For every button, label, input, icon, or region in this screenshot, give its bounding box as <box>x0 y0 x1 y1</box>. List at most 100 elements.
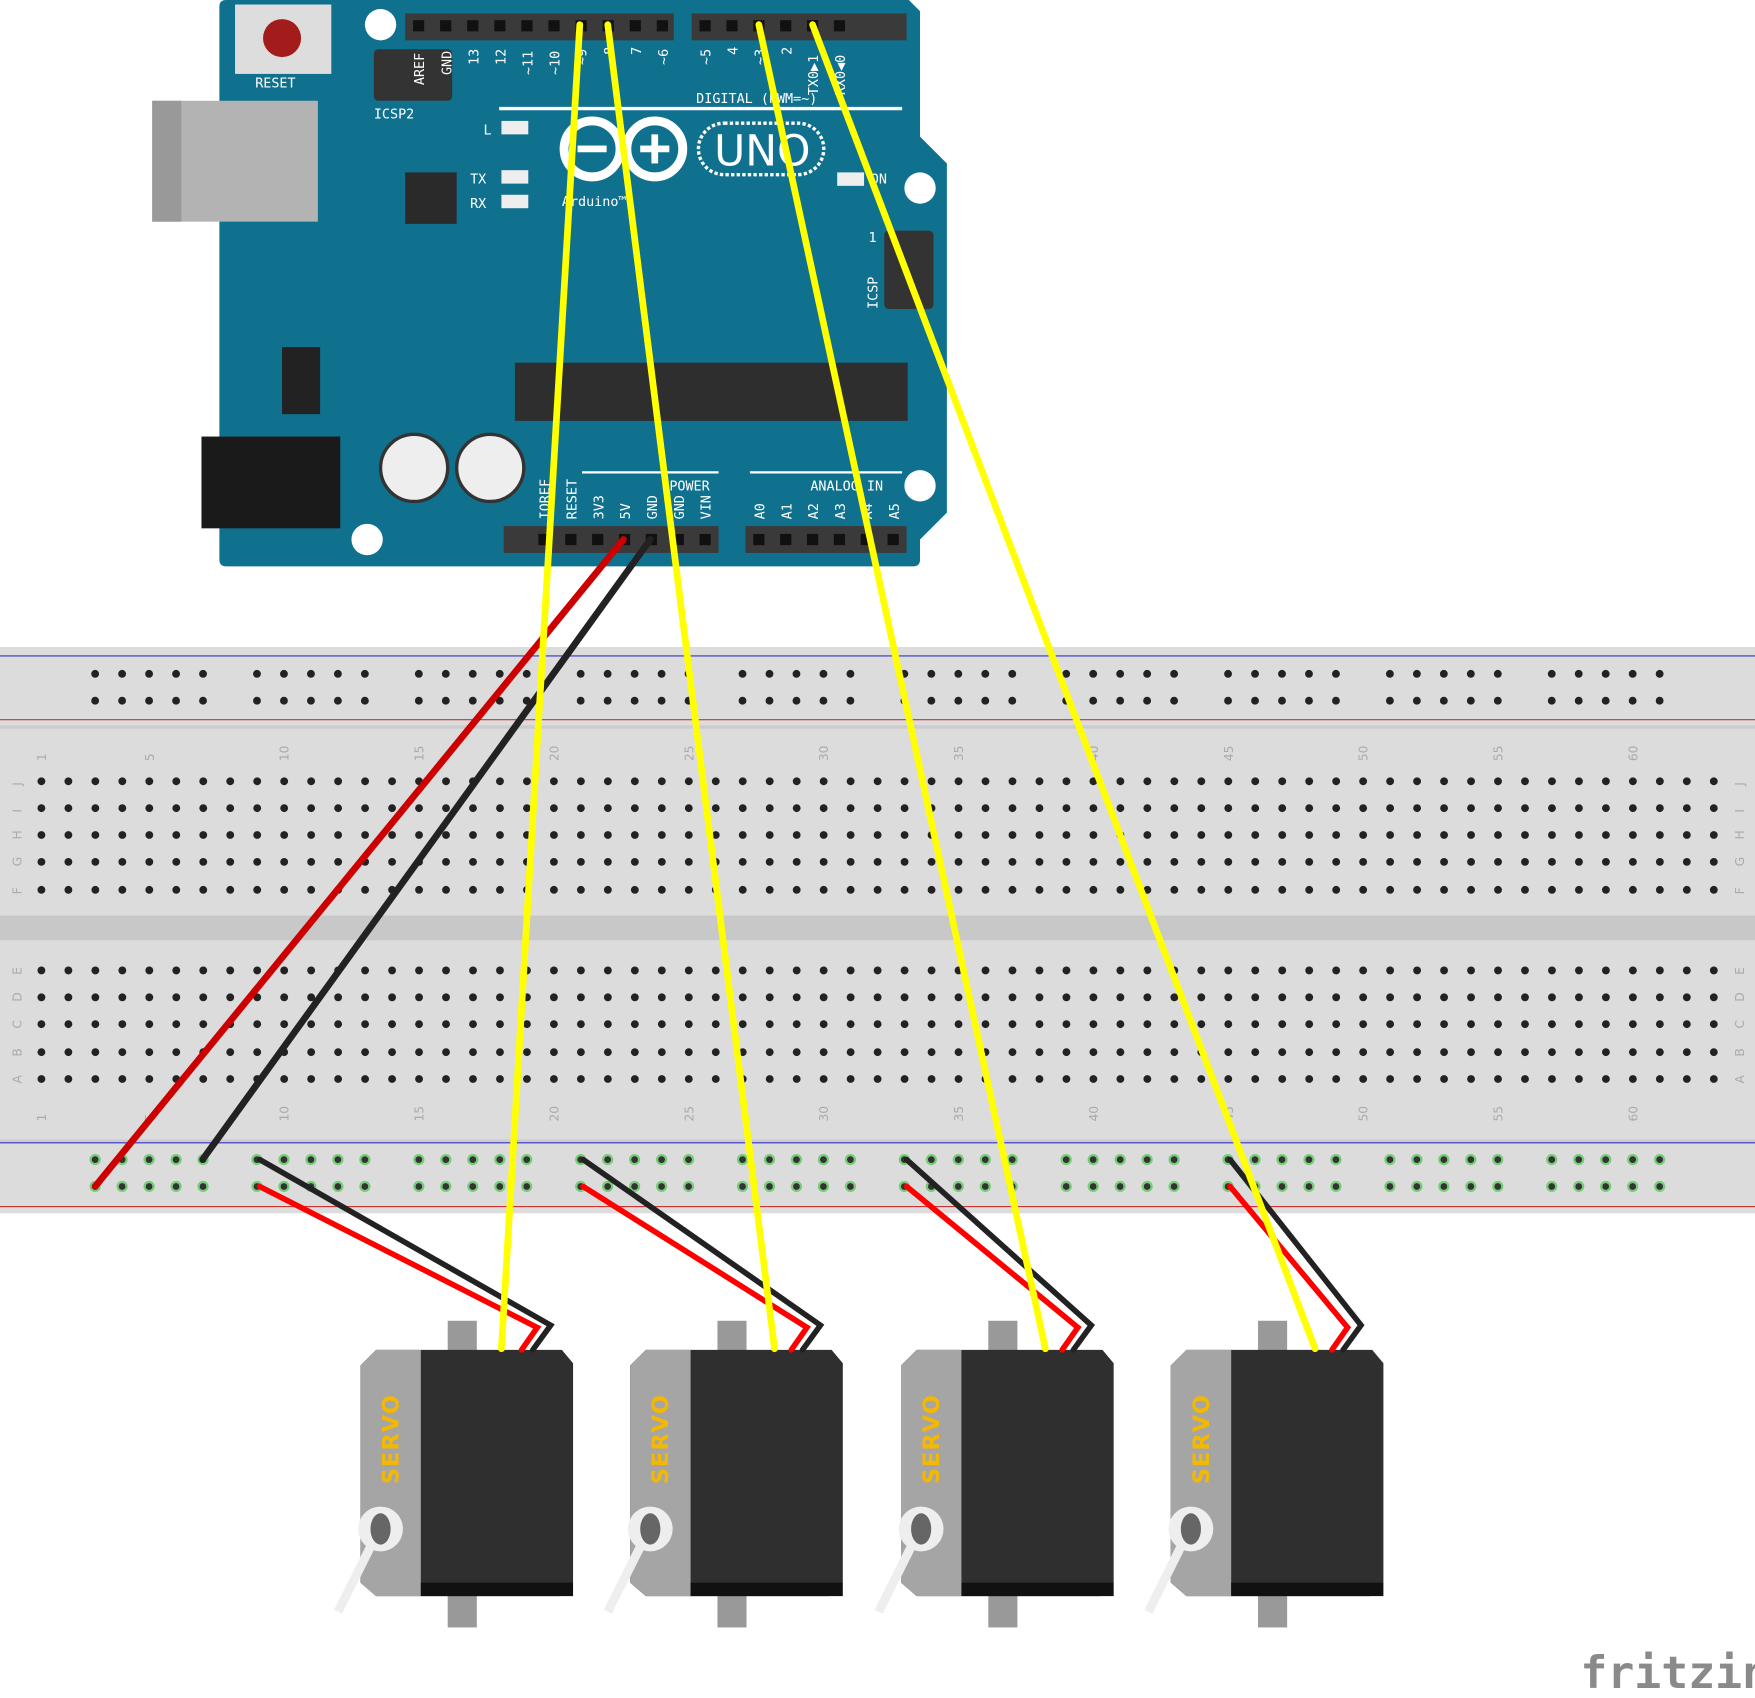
breadboard-hole[interactable] <box>819 777 828 786</box>
breadboard-hole[interactable] <box>1386 831 1395 839</box>
breadboard-hole[interactable] <box>846 885 855 894</box>
breadboard-hole[interactable] <box>738 804 747 813</box>
header-pin[interactable] <box>592 533 604 546</box>
breadboard-hole[interactable] <box>1709 1075 1718 1083</box>
breadboard-hole[interactable] <box>1655 1048 1664 1057</box>
breadboard-hole[interactable] <box>523 1020 531 1029</box>
breadboard-hole[interactable] <box>388 804 396 813</box>
breadboard-hole[interactable] <box>927 1020 936 1029</box>
breadboard-hole[interactable] <box>819 885 828 894</box>
breadboard-hole[interactable] <box>711 777 720 786</box>
breadboard-hole[interactable] <box>1440 777 1448 786</box>
breadboard-hole[interactable] <box>253 1048 262 1057</box>
breadboard-hole[interactable] <box>1008 993 1017 1002</box>
breadboard-hole[interactable] <box>307 993 316 1002</box>
header-pin[interactable] <box>565 533 577 546</box>
breadboard-hole[interactable] <box>1359 885 1368 894</box>
signal-wire-pin11[interactable] <box>498 21 584 1353</box>
breadboard-hole[interactable] <box>1521 857 1529 866</box>
header-pin[interactable] <box>521 20 533 32</box>
breadboard-hole[interactable] <box>145 1020 154 1029</box>
breadboard-hole[interactable] <box>873 777 882 786</box>
breadboard-hole[interactable] <box>684 1048 693 1057</box>
breadboard-hole[interactable] <box>630 993 639 1002</box>
breadboard-hole[interactable] <box>226 777 235 786</box>
breadboard-hole[interactable] <box>1440 1020 1448 1029</box>
breadboard-hole[interactable] <box>523 804 531 813</box>
breadboard-hole[interactable] <box>900 831 909 839</box>
breadboard-hole[interactable] <box>37 885 46 894</box>
breadboard-hole[interactable] <box>1224 1048 1233 1057</box>
header-pin[interactable] <box>467 20 479 32</box>
rail-hole[interactable] <box>1628 669 1637 678</box>
breadboard-hole[interactable] <box>1251 831 1260 839</box>
breadboard-hole[interactable] <box>1440 1075 1448 1083</box>
breadboard-hole[interactable] <box>1008 966 1017 975</box>
breadboard-hole[interactable] <box>118 885 127 894</box>
power-wire-5v[interactable] <box>91 536 627 1190</box>
breadboard-hole[interactable] <box>199 993 208 1002</box>
breadboard-hole[interactable] <box>64 804 73 813</box>
breadboard-hole[interactable] <box>226 993 235 1002</box>
breadboard-hole[interactable] <box>1224 831 1233 839</box>
rail-hole[interactable] <box>819 669 828 678</box>
breadboard-hole[interactable] <box>1413 993 1422 1002</box>
breadboard-hole[interactable] <box>927 885 936 894</box>
breadboard-hole[interactable] <box>1116 857 1125 866</box>
breadboard-hole[interactable] <box>469 1048 477 1057</box>
breadboard-hole[interactable] <box>91 1075 100 1083</box>
rail-hole[interactable] <box>657 696 666 705</box>
breadboard-hole[interactable] <box>442 1048 450 1057</box>
breadboard-hole[interactable] <box>361 966 370 975</box>
breadboard-hole[interactable] <box>1575 1075 1583 1083</box>
breadboard-hole[interactable] <box>981 966 990 975</box>
breadboard-hole[interactable] <box>172 966 181 975</box>
rail-hole[interactable] <box>1278 669 1286 678</box>
breadboard-hole[interactable] <box>1548 966 1556 975</box>
breadboard-hole[interactable] <box>1548 1075 1556 1083</box>
breadboard-hole[interactable] <box>469 993 477 1002</box>
breadboard-hole[interactable] <box>846 966 855 975</box>
breadboard-hole[interactable] <box>1062 857 1071 866</box>
breadboard-hole[interactable] <box>415 993 423 1002</box>
breadboard-hole[interactable] <box>1089 831 1098 839</box>
breadboard-hole[interactable] <box>873 1075 882 1083</box>
breadboard-hole[interactable] <box>1062 1048 1071 1057</box>
breadboard-hole[interactable] <box>1440 804 1448 813</box>
breadboard-hole[interactable] <box>1709 885 1718 894</box>
breadboard-hole[interactable] <box>118 857 127 866</box>
breadboard-hole[interactable] <box>927 993 936 1002</box>
header-pin[interactable] <box>780 533 792 546</box>
breadboard-hole[interactable] <box>819 1075 828 1083</box>
breadboard-hole[interactable] <box>576 1020 585 1029</box>
breadboard-hole[interactable] <box>469 831 477 839</box>
breadboard-hole[interactable] <box>1359 857 1368 866</box>
breadboard-hole[interactable] <box>1089 885 1098 894</box>
breadboard-hole[interactable] <box>684 966 693 975</box>
breadboard-hole[interactable] <box>496 831 504 839</box>
breadboard-hole[interactable] <box>1628 885 1637 894</box>
breadboard-hole[interactable] <box>819 804 828 813</box>
breadboard-hole[interactable] <box>1682 831 1691 839</box>
breadboard-hole[interactable] <box>1224 1075 1233 1083</box>
breadboard-hole[interactable] <box>1601 831 1610 839</box>
rail-hole[interactable] <box>118 696 127 705</box>
breadboard-hole[interactable] <box>1359 966 1368 975</box>
breadboard-hole[interactable] <box>415 1048 423 1057</box>
breadboard-hole[interactable] <box>172 993 181 1002</box>
breadboard-hole[interactable] <box>469 1075 477 1083</box>
rail-hole[interactable] <box>1601 669 1610 678</box>
breadboard-hole[interactable] <box>603 885 612 894</box>
breadboard-hole[interactable] <box>1251 1020 1260 1029</box>
breadboard-hole[interactable] <box>1170 804 1179 813</box>
breadboard-hole[interactable] <box>684 831 693 839</box>
breadboard-hole[interactable] <box>765 966 774 975</box>
breadboard-hole[interactable] <box>1332 966 1341 975</box>
breadboard-hole[interactable] <box>657 804 666 813</box>
breadboard-hole[interactable] <box>1575 966 1583 975</box>
breadboard-hole[interactable] <box>1386 966 1395 975</box>
breadboard-hole[interactable] <box>496 804 504 813</box>
breadboard-hole[interactable] <box>1332 1048 1341 1057</box>
breadboard-hole[interactable] <box>442 857 450 866</box>
header-pin[interactable] <box>699 20 711 32</box>
